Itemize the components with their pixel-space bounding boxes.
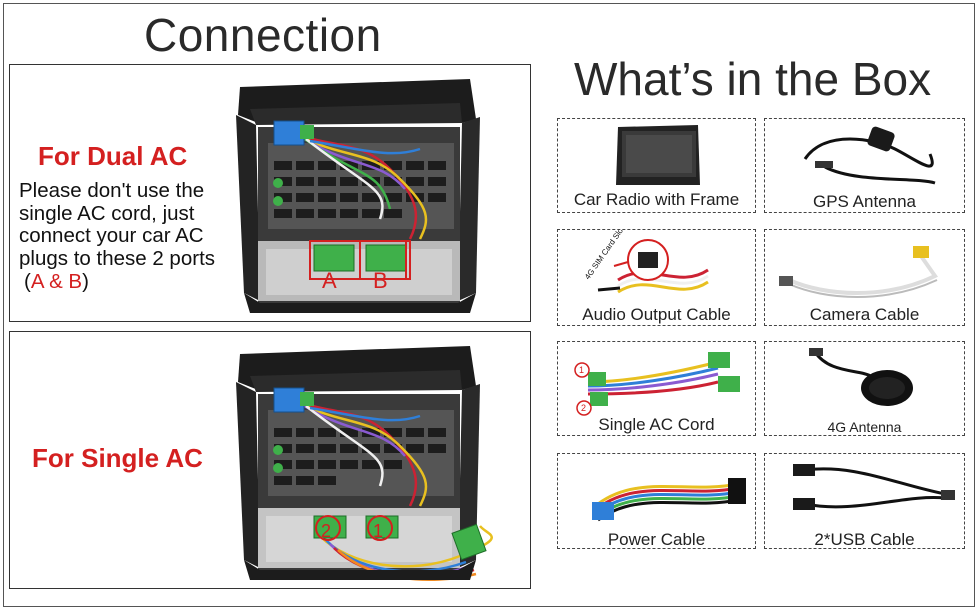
- ac-marker-2: 2: [581, 403, 586, 413]
- whats-in-the-box-title: What’s in the Box: [574, 53, 932, 105]
- single-ac-cord-label: Single AC Cord: [598, 415, 715, 434]
- gps-antenna-icon: [803, 126, 936, 185]
- camera-cable-label: Camera Cable: [809, 305, 920, 324]
- box-item-single-ac-cord: 1 2 Single AC Cord: [557, 341, 756, 436]
- box-item-car-radio: Car Radio with Frame: [557, 118, 756, 213]
- car-radio-dual-image: [236, 79, 480, 313]
- single-ac-panel: 2 1 For Single AC: [9, 331, 531, 589]
- power-cable-label: Power Cable: [607, 530, 706, 549]
- ac-cord-icon: 1 2: [574, 352, 740, 416]
- box-item-power-cable: Power Cable: [557, 453, 756, 549]
- port-2-label: 2: [321, 521, 332, 541]
- page-frame: [3, 3, 975, 607]
- box-item-usb-cable: 2*USB Cable: [764, 453, 965, 549]
- box-item-gps-antenna: GPS Antenna: [764, 118, 965, 213]
- car-radio-label: Car Radio with Frame: [573, 190, 740, 209]
- connection-title: Connection: [144, 9, 382, 61]
- box-item-audio-output: 4G SIM Card Slot Audio Output Cable: [557, 229, 756, 326]
- single-ac-heading: For Single AC: [32, 443, 203, 473]
- 4g-antenna-icon: [809, 348, 913, 406]
- car-radio-icon: [616, 125, 700, 185]
- usb-cable-icon: [793, 464, 955, 510]
- ports-a-b: A & B: [30, 270, 83, 293]
- audio-output-label: Audio Output Cable: [582, 305, 731, 324]
- ac-marker-1: 1: [579, 365, 584, 375]
- box-item-4g-antenna: 4G Antenna: [764, 341, 965, 436]
- port-1-label: 1: [373, 521, 384, 541]
- port-b-label: B: [373, 268, 388, 293]
- sim-slot-label: 4G SIM Card Slot: [583, 230, 627, 281]
- dual-ac-ports-note: (A & B): [24, 270, 89, 293]
- port-a-label: A: [322, 268, 337, 293]
- usb-cable-label: 2*USB Cable: [814, 530, 915, 549]
- dual-ac-heading: For Dual AC: [38, 141, 188, 171]
- dual-ac-description: Please don't use the single AC cord, jus…: [19, 179, 216, 270]
- power-cable-icon: [592, 478, 746, 522]
- camera-cable-icon: [779, 246, 938, 298]
- dual-ac-panel: A B For Dual AC Please don't use the sin…: [9, 64, 531, 322]
- audio-cable-icon: 4G SIM Card Slot: [583, 230, 709, 294]
- 4g-antenna-label: 4G Antenna: [827, 419, 902, 435]
- car-radio-single-image: [236, 346, 493, 582]
- box-item-camera-cable: Camera Cable: [764, 229, 965, 326]
- gps-antenna-label: GPS Antenna: [812, 192, 917, 211]
